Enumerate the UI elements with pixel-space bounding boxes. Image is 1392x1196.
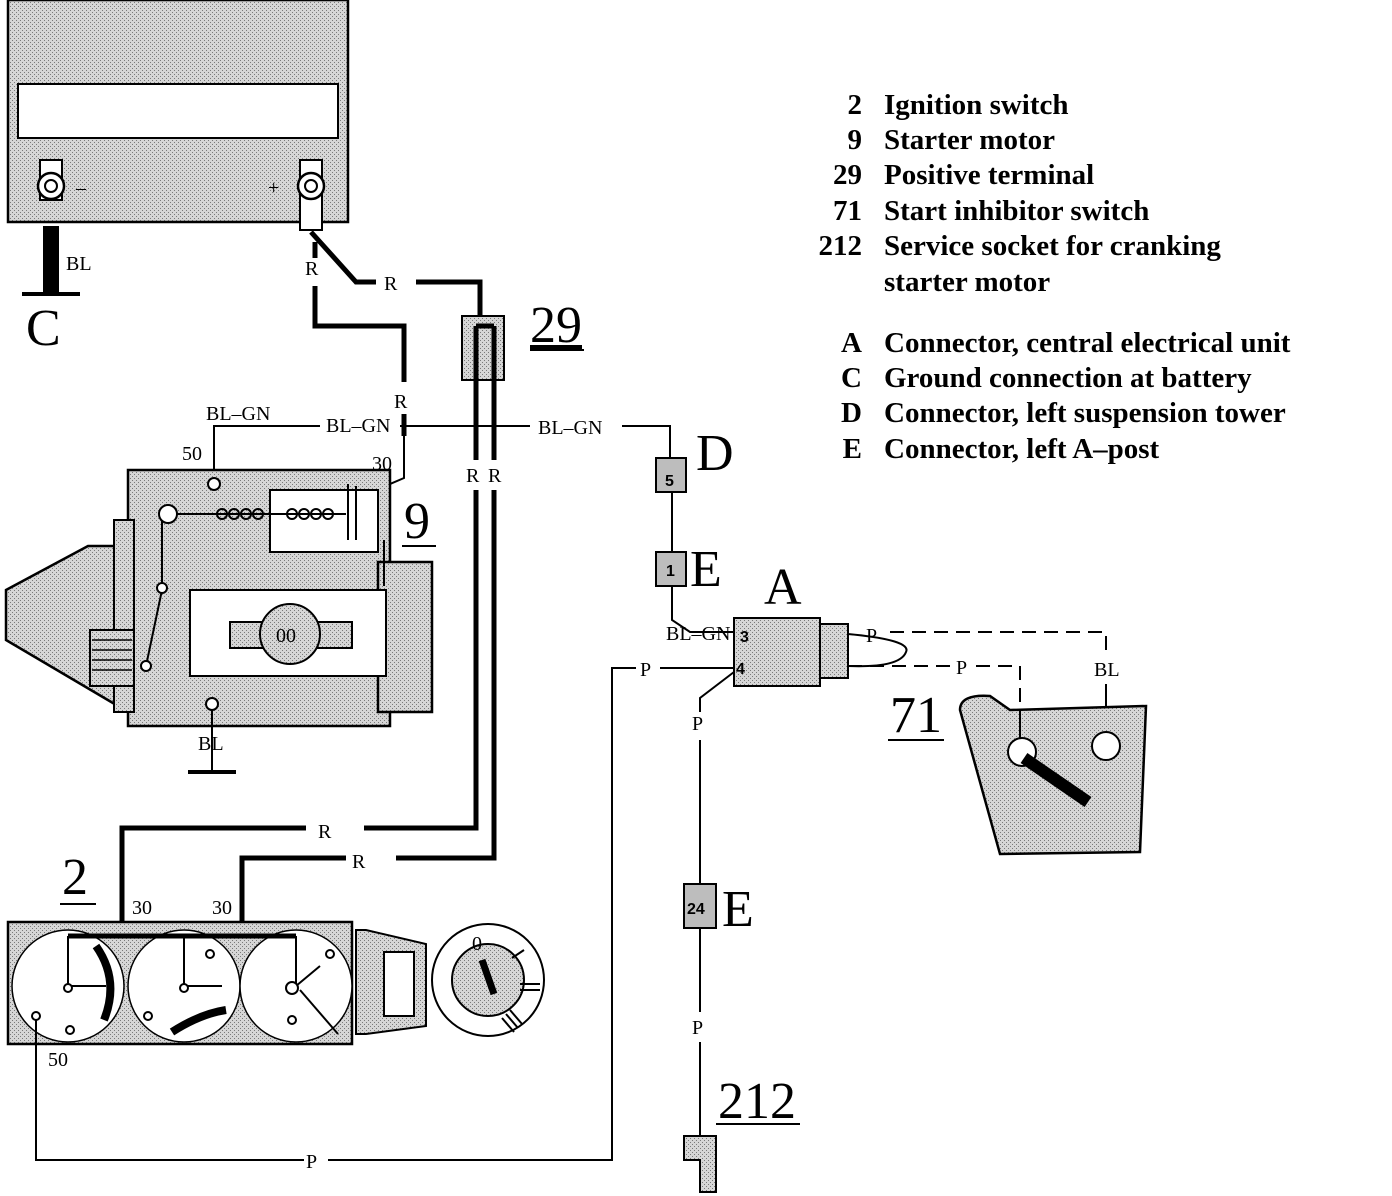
wire-label-p-6: P bbox=[956, 657, 967, 679]
wire-label-p-1: P bbox=[306, 1151, 317, 1173]
component-label-212: 212 bbox=[718, 1073, 796, 1130]
component-label-a: A bbox=[764, 559, 802, 616]
wire-label-bl-inhibitor: BL bbox=[1094, 659, 1120, 681]
ground-c: BL C bbox=[22, 226, 92, 357]
bl-gn-wiring: BL–GN BL–GN BL–GN 5 D 1 E BL–GN bbox=[206, 403, 734, 645]
component-label-29: 29 bbox=[530, 297, 582, 354]
wire-label-p-2: P bbox=[640, 659, 651, 681]
legend-key-9: 9 bbox=[848, 124, 863, 156]
legend-text-71: Start inhibitor switch bbox=[884, 195, 1149, 227]
component-label-71: 71 bbox=[890, 687, 942, 744]
wire-label-bl-gn-4: BL–GN bbox=[666, 623, 730, 645]
component-label-2: 2 bbox=[62, 849, 88, 906]
battery-plus-label: + bbox=[268, 177, 279, 199]
legend-text-9: Starter motor bbox=[884, 124, 1055, 156]
starter-motor: 00 BL 50 30 9 bbox=[4, 443, 436, 774]
legend-text-29: Positive terminal bbox=[884, 159, 1094, 191]
start-inhibitor-switch: P P BL 71 bbox=[847, 625, 1148, 856]
legend-key-d: D bbox=[841, 397, 862, 429]
ignition-position-zero: 0 bbox=[472, 933, 482, 955]
connector-d bbox=[655, 457, 687, 493]
service-socket-212 bbox=[683, 1135, 717, 1193]
wire-label-r-4: R bbox=[466, 465, 480, 487]
connector-a-pin-3: 3 bbox=[740, 629, 749, 646]
wire-label-r-1: R bbox=[384, 273, 398, 295]
starter-terminal-30: 30 bbox=[372, 453, 392, 475]
connector-a-pin-4: 4 bbox=[736, 661, 745, 678]
legend-key-212: 212 bbox=[819, 230, 863, 262]
legend-text-c: Ground connection at battery bbox=[884, 362, 1252, 394]
legend-key-71: 71 bbox=[833, 195, 862, 227]
legend: 2 Ignition switch 9 Starter motor 29 Pos… bbox=[819, 89, 1291, 465]
legend-text-a: Connector, central electrical unit bbox=[884, 327, 1291, 359]
legend-text-d: Connector, left suspension tower bbox=[884, 397, 1286, 429]
starter-terminal-50: 50 bbox=[182, 443, 202, 465]
wire-label-bl-starter: BL bbox=[198, 733, 224, 755]
component-label-c: C bbox=[26, 300, 61, 357]
legend-text-e: Connector, left A–post bbox=[884, 433, 1160, 465]
legend-key-29: 29 bbox=[833, 159, 862, 191]
battery-negative-terminal bbox=[36, 159, 66, 201]
wire-label-r-3: R bbox=[394, 391, 408, 413]
legend-text-212: Service socket for cranking bbox=[884, 230, 1221, 262]
wire-label-r-7: R bbox=[352, 851, 366, 873]
ignition-terminal-30-b: 30 bbox=[212, 897, 232, 919]
legend-key-e: E bbox=[843, 433, 862, 465]
wire-label-p-5: P bbox=[866, 625, 877, 647]
wire-label-bl-gn-3: BL–GN bbox=[538, 417, 602, 439]
connector-d-pin: 5 bbox=[665, 473, 674, 490]
component-label-e-24: E bbox=[722, 881, 754, 938]
legend-key-a: A bbox=[841, 327, 862, 359]
legend-text-2: Ignition switch bbox=[884, 89, 1069, 121]
wire-label-p-4: P bbox=[692, 1017, 703, 1039]
component-label-9: 9 bbox=[404, 493, 430, 550]
legend-key-c: C bbox=[841, 362, 862, 394]
battery-positive-terminal bbox=[296, 159, 326, 231]
connector-e-24-pin: 24 bbox=[687, 901, 705, 918]
wire-label-r-2: R bbox=[305, 258, 319, 280]
positive-wiring: R R R R R R R 29 bbox=[119, 230, 584, 936]
connector-e-24 bbox=[683, 883, 717, 929]
wire-label-r-5: R bbox=[488, 465, 502, 487]
wire-label-p-3: P bbox=[692, 713, 703, 735]
component-label-e-1: E bbox=[690, 541, 722, 598]
connector-a: A 3 4 P P 24 E P 212 bbox=[640, 559, 849, 1193]
wire-label-bl-battery: BL bbox=[66, 253, 92, 275]
ignition-terminal-30-a: 30 bbox=[132, 897, 152, 919]
ignition-switch: 2 30 30 0 bbox=[6, 667, 636, 1173]
battery-minus-label: – bbox=[75, 177, 87, 199]
legend-key-2: 2 bbox=[848, 89, 863, 121]
wire-label-r-6: R bbox=[318, 821, 332, 843]
wire-label-bl-gn-2: BL–GN bbox=[326, 415, 390, 437]
legend-text-212-cont: starter motor bbox=[884, 266, 1050, 298]
connector-e-1 bbox=[655, 551, 687, 587]
connector-e-1-pin: 1 bbox=[666, 563, 675, 580]
wire-label-bl-gn-1: BL–GN bbox=[206, 403, 270, 425]
ignition-terminal-50: 50 bbox=[48, 1049, 68, 1071]
starter-rotor-mark: 00 bbox=[276, 625, 296, 647]
component-label-d: D bbox=[696, 425, 734, 482]
battery: – + bbox=[6, 0, 350, 231]
